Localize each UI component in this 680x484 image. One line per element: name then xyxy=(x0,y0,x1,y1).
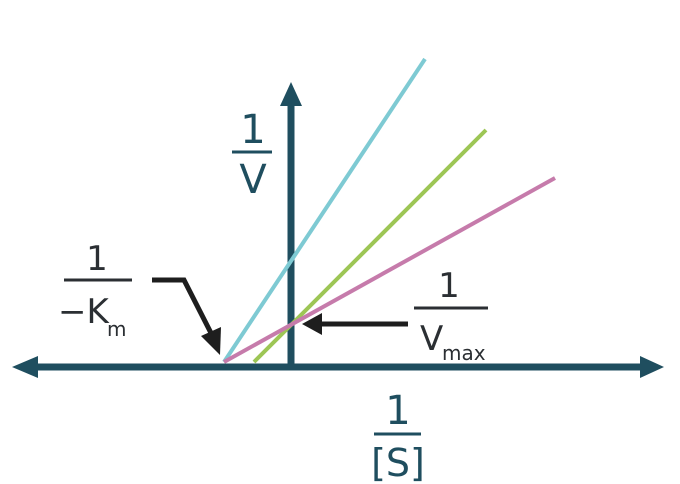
vmax-label-denominator: V xyxy=(420,319,443,359)
x-axis-label-denominator: [S] xyxy=(371,441,425,484)
km-arrow-line xyxy=(152,277,215,337)
km-label-subscript: m xyxy=(107,317,126,341)
vmax-annotation: 1 V max xyxy=(302,266,488,365)
km-label-denominator: −K xyxy=(58,292,110,332)
x-axis-label-numerator: 1 xyxy=(385,388,410,434)
y-axis-arrowhead xyxy=(280,82,302,106)
x-axis-label: 1 [S] xyxy=(371,388,425,484)
y-axis-label-denominator: V xyxy=(239,157,267,203)
y-axis-label-numerator: 1 xyxy=(240,107,265,153)
x-axis xyxy=(12,356,664,378)
vmax-label-subscript: max xyxy=(442,341,486,365)
km-arrowhead xyxy=(201,327,221,355)
vmax-arrowhead xyxy=(302,313,322,335)
km-annotation: 1 −K m xyxy=(58,239,221,355)
y-axis-label: 1 V xyxy=(232,107,272,203)
plot-lines xyxy=(222,57,556,364)
km-label-numerator: 1 xyxy=(86,239,108,279)
line-competitive xyxy=(222,57,427,364)
x-axis-left-arrowhead xyxy=(12,356,38,378)
line-uninhibited xyxy=(223,176,556,364)
x-axis-right-arrowhead xyxy=(640,356,664,378)
vmax-label-numerator: 1 xyxy=(438,266,460,306)
